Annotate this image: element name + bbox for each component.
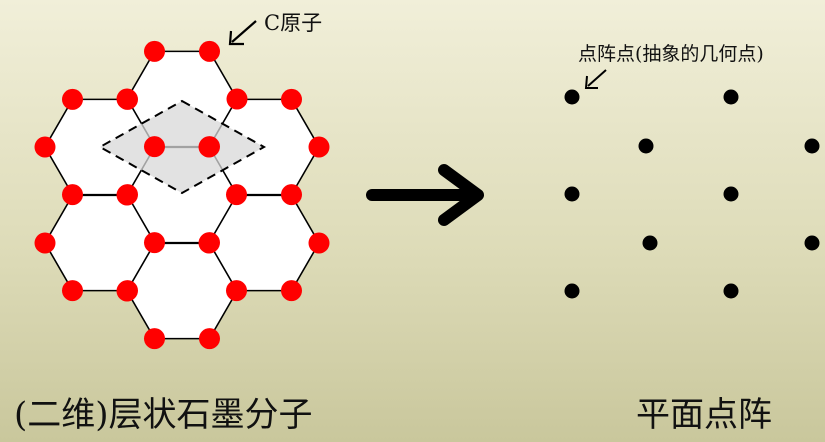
- carbon-atom: [199, 40, 220, 62]
- graphite-layer: [34, 40, 330, 350]
- carbon-atom: [281, 280, 302, 302]
- transform-arrow-icon: [366, 164, 484, 226]
- carbon-atom: [281, 88, 302, 110]
- carbon-atom: [116, 184, 138, 206]
- carbon-atom-pointer-icon: [228, 20, 257, 46]
- lattice-point: [638, 138, 654, 154]
- carbon-atom: [281, 184, 302, 206]
- carbon-atom: [116, 280, 138, 302]
- lattice-point: [564, 283, 580, 299]
- carbon-atom: [62, 184, 83, 206]
- carbon-atom-label: C原子: [264, 11, 322, 35]
- carbon-atom: [62, 280, 83, 302]
- carbon-atom: [117, 88, 138, 110]
- lattice-point: [564, 186, 580, 202]
- carbon-atom: [34, 136, 56, 158]
- carbon-atom: [144, 232, 165, 254]
- carbon-atom: [144, 40, 165, 62]
- lattice-point: [804, 138, 820, 154]
- hexagon-cells: [44, 50, 320, 340]
- lattice-point: [723, 283, 739, 299]
- lattice-point: [564, 89, 580, 105]
- lattice-point-label: 点阵点(抽象的几何点): [578, 43, 764, 65]
- right-caption: 平面点阵: [636, 395, 772, 435]
- lattice-point: [642, 235, 658, 251]
- carbon-atoms: [34, 40, 330, 350]
- lattice-points: [564, 89, 820, 299]
- lattice-point: [804, 235, 820, 251]
- carbon-atom: [62, 88, 83, 110]
- carbon-atom: [226, 184, 247, 206]
- carbon-atom: [198, 136, 220, 158]
- lattice-point-pointer-icon: [584, 69, 607, 89]
- carbon-atom: [144, 328, 165, 350]
- carbon-atom: [226, 280, 247, 302]
- carbon-atom: [34, 232, 56, 254]
- left-caption: (二维)层状石墨分子: [14, 395, 313, 435]
- carbon-atom: [144, 136, 165, 158]
- carbon-atom: [308, 232, 330, 254]
- carbon-atom: [199, 328, 220, 350]
- carbon-atom: [308, 136, 330, 158]
- lattice-point: [723, 186, 739, 202]
- lattice-point: [723, 89, 739, 105]
- unit-cell-rhombus: [97, 99, 267, 195]
- carbon-atom: [198, 232, 220, 254]
- carbon-atom: [226, 88, 248, 110]
